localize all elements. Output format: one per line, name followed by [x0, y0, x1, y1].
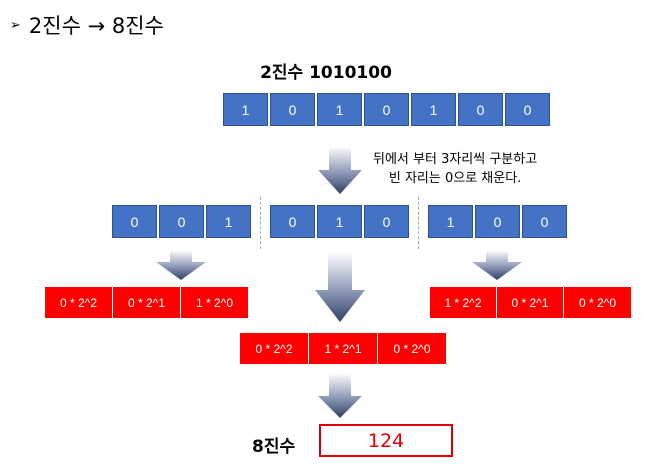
note-line: 빈 자리는 0으로 채운다.: [388, 171, 522, 186]
group-digit-cell: 0: [270, 205, 315, 238]
split-note: 뒤에서 부터 3자리씩 구분하고 빈 자리는 0으로 채운다.: [373, 150, 537, 188]
group-3-terms: 1 * 2^2 0 * 2^1 0 * 2^0: [430, 287, 632, 318]
power-term-cell: 1 * 2^0: [181, 287, 249, 318]
heading: ➢ 2진수 → 8진수: [10, 10, 164, 40]
down-arrow-icon: [318, 146, 362, 194]
binary-digit-cell: 0: [458, 93, 503, 126]
power-term-cell: 1 * 2^2: [430, 287, 497, 318]
power-term-cell: 0 * 2^1: [497, 287, 564, 318]
group-digit-cell: 0: [364, 205, 409, 238]
power-term-cell: 0 * 2^2: [45, 287, 113, 318]
group-divider: [418, 197, 419, 249]
group-digit-cell: 1: [206, 205, 251, 238]
group-digit-cell: 1: [317, 205, 362, 238]
group-2-digits: 0 1 0: [270, 205, 411, 238]
binary-digit-row: 1 0 1 0 1 0 0: [223, 93, 552, 126]
group-3-digits: 1 0 0: [428, 205, 569, 238]
binary-digit-cell: 0: [505, 93, 550, 126]
power-term-cell: 0 * 2^0: [378, 333, 447, 364]
down-arrow-icon: [156, 250, 206, 280]
down-arrow-icon: [472, 250, 522, 280]
arrow-bullet-icon: ➢: [10, 17, 21, 33]
group-digit-cell: 0: [522, 205, 567, 238]
binary-digit-cell: 0: [364, 93, 409, 126]
binary-title: 2진수 1010100: [260, 63, 392, 83]
power-term-cell: 0 * 2^2: [240, 333, 309, 364]
power-term-cell: 0 * 2^0: [564, 287, 632, 318]
group-divider: [260, 197, 261, 249]
binary-digit-cell: 0: [270, 93, 315, 126]
binary-digit-cell: 1: [317, 93, 362, 126]
power-term-cell: 1 * 2^1: [309, 333, 378, 364]
power-term-cell: 0 * 2^1: [113, 287, 181, 318]
group-digit-cell: 0: [112, 205, 157, 238]
heading-text: 2진수 → 8진수: [28, 14, 164, 38]
binary-digit-cell: 1: [223, 93, 268, 126]
down-arrow-icon: [315, 252, 365, 322]
group-1-digits: 0 0 1: [112, 205, 253, 238]
group-1-terms: 0 * 2^2 0 * 2^1 1 * 2^0: [45, 287, 249, 318]
binary-digit-cell: 1: [411, 93, 456, 126]
octal-label: 8진수: [252, 437, 296, 457]
octal-result-box: 124: [319, 424, 453, 457]
group-digit-cell: 0: [159, 205, 204, 238]
down-arrow-icon: [318, 373, 362, 418]
group-digit-cell: 1: [428, 205, 473, 238]
note-line: 뒤에서 부터 3자리씩 구분하고: [373, 152, 538, 167]
group-digit-cell: 0: [475, 205, 520, 238]
group-2-terms: 0 * 2^2 1 * 2^1 0 * 2^0: [240, 333, 447, 364]
